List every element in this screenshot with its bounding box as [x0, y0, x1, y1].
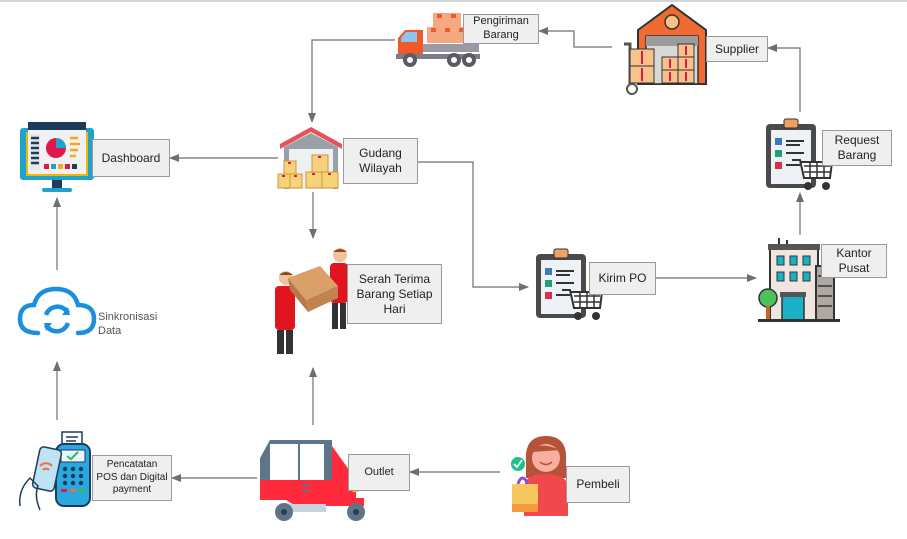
- delivery-truck-icon: [393, 10, 483, 70]
- edge-gudang-to-kirimpo: [418, 161, 529, 291]
- dashboard-label: Dashboard: [101, 150, 161, 165]
- pembeli-box[interactable]: Pembeli: [566, 466, 630, 503]
- edge-request-to-supplier: [767, 44, 801, 112]
- edge-supplier-to-pengiriman: [538, 27, 612, 48]
- shopper-woman-icon: [508, 432, 578, 516]
- tuk-tuk-icon: [256, 434, 368, 524]
- clipboard-cart-icon: [762, 116, 836, 196]
- top-border: [0, 0, 907, 2]
- pembeli-label: Pembeli: [576, 477, 620, 491]
- pos-digital-box[interactable]: Pencatatan POS dan Digital payment: [92, 455, 172, 501]
- pengiriman-barang-label: Pengiriman Barang: [473, 15, 529, 41]
- gudang-wilayah-label: Gudang Wilayah: [359, 146, 402, 175]
- kantor-pusat-label: Kantor Pusat: [836, 246, 872, 275]
- serah-terima-box[interactable]: Serah Terima Barang Setiap Hari: [347, 264, 442, 324]
- serah-terima-label: Serah Terima Barang Setiap Hari: [356, 271, 433, 316]
- outlet-label: Outlet: [364, 465, 394, 478]
- pengiriman-barang-box[interactable]: Pengiriman Barang: [463, 14, 539, 44]
- cloud-sync-icon: [16, 283, 98, 345]
- outlet-box[interactable]: Outlet: [348, 454, 410, 491]
- kirim-po-label: Kirim PO: [598, 271, 647, 285]
- warehouse-trolley-icon: [610, 2, 710, 96]
- handover-people-icon: [270, 246, 352, 358]
- sinkronisasi-data-label: Sinkronisasi Data: [98, 311, 158, 338]
- pos-terminal-icon: [16, 430, 100, 520]
- pos-digital-label: Pencatatan POS dan Digital payment: [96, 459, 168, 496]
- request-barang-label: Request Barang: [834, 133, 880, 162]
- supplier-box[interactable]: Supplier: [706, 36, 768, 62]
- dashboard-box[interactable]: Dashboard: [92, 139, 170, 177]
- kantor-pusat-box[interactable]: Kantor Pusat: [821, 244, 887, 278]
- supplier-label: Supplier: [714, 41, 760, 56]
- monitor-dashboard-icon: [18, 120, 98, 196]
- request-barang-box[interactable]: Request Barang: [822, 130, 892, 166]
- edge-pengiriman-to-gudang: [308, 39, 395, 123]
- warehouse-boxes-icon: [274, 124, 344, 192]
- kirim-po-box[interactable]: Kirim PO: [589, 262, 656, 295]
- gudang-wilayah-box[interactable]: Gudang Wilayah: [343, 138, 418, 184]
